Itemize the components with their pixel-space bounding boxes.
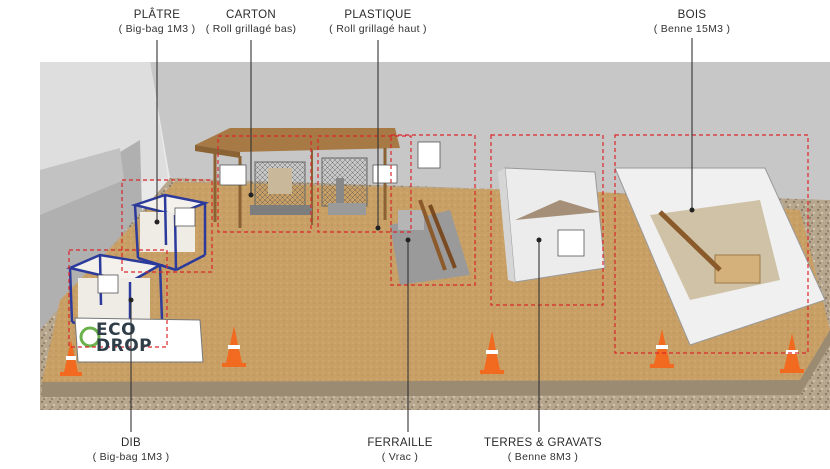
eco-drop-banner: [74, 317, 204, 363]
label-terres-container: ( Benne 8M3 ): [507, 451, 579, 463]
label-bois-name: BOIS: [677, 9, 707, 21]
info-panels: [97, 141, 585, 294]
leader-dots: [128, 192, 695, 303]
label-ferraille-name: FERRAILLE: [367, 437, 433, 449]
label-plastique: PLASTIQUE ( Roll grillagé haut ): [329, 8, 427, 36]
label-dib-container: ( Big-bag 1M3 ): [92, 451, 170, 463]
label-dib-name: DIB: [120, 437, 142, 449]
label-terres: TERRES & GRAVATS ( Benne 8M3 ): [484, 436, 602, 464]
label-carton-name: CARTON: [226, 9, 276, 21]
zone-border-ferraille: [390, 134, 476, 286]
label-ferraille-container: ( Vrac ): [381, 451, 419, 463]
eco-drop-logo: ECO DROP: [78, 318, 200, 360]
label-ferraille: FERRAILLE ( Vrac ): [367, 436, 432, 464]
label-platre-name: PLÂTRE: [133, 9, 181, 21]
big-bag-platre: [130, 193, 210, 272]
traffic-cones: [60, 326, 804, 376]
logo-line2: DROP: [96, 336, 153, 356]
benne-bois: [614, 167, 826, 346]
label-plastique-container: ( Roll grillagé haut ): [329, 23, 427, 35]
zone-border-terres: [490, 134, 604, 306]
label-carton: CARTON ( Roll grillagé bas): [206, 8, 297, 36]
label-dib: DIB ( Big-bag 1M3 ): [93, 436, 170, 464]
zone-border-plastique: [317, 135, 412, 233]
zone-border-bois: [614, 134, 809, 354]
label-plastique-name: PLASTIQUE: [344, 9, 412, 21]
leader-lines: [130, 38, 693, 432]
label-carton-container: ( Roll grillagé bas): [205, 23, 297, 35]
plastique-roll: [321, 157, 368, 215]
label-platre-container: ( Big-bag 1M3 ): [118, 23, 196, 35]
zone-borders: [68, 134, 809, 354]
label-bois: BOIS ( Benne 15M3 ): [654, 8, 731, 36]
benne-terres: [498, 167, 606, 283]
zone-border-carton: [217, 135, 312, 233]
back-wall: [150, 62, 830, 200]
label-bois-container: ( Benne 15M3 ): [653, 23, 731, 35]
label-terres-name: TERRES & GRAVATS: [484, 437, 602, 449]
carton-roll: [250, 161, 312, 215]
zone-border-dib: [68, 249, 168, 348]
label-platre: PLÂTRE ( Big-bag 1M3 ): [119, 8, 196, 36]
logo-line1: ECO: [96, 320, 137, 340]
